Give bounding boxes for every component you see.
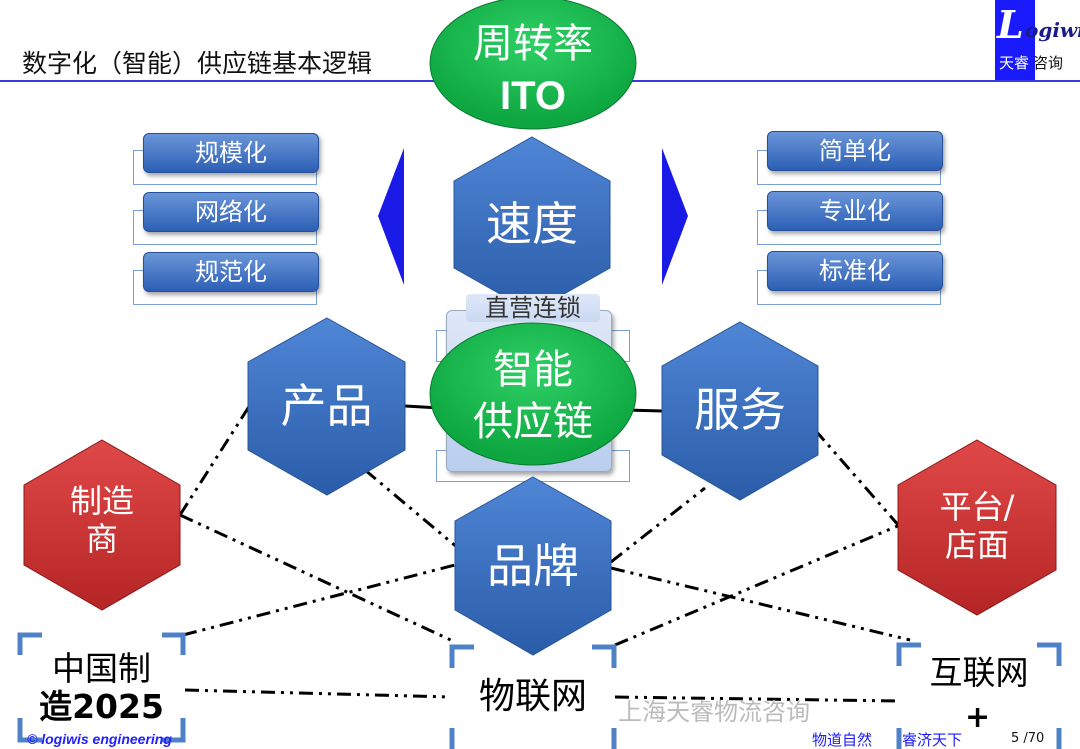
slogan-right: 睿济天下 bbox=[902, 731, 963, 749]
platform-label-2: 店面 bbox=[944, 526, 1009, 564]
made-in-china-line2: 造2025 bbox=[39, 687, 164, 726]
page-number: 5 /70 bbox=[1011, 731, 1045, 746]
link-line bbox=[610, 486, 706, 564]
page-title: 数字化（智能）供应链基本逻辑 bbox=[22, 49, 373, 78]
normalize-button: 标准化 bbox=[767, 251, 943, 291]
wechat-watermark: 上海天睿物流咨询 bbox=[618, 698, 810, 726]
internet-label: 互联网 bbox=[929, 653, 1029, 692]
service-hexagon bbox=[661, 321, 819, 501]
network-button: 网络化 bbox=[143, 192, 319, 232]
speed-label: 速度 bbox=[486, 197, 578, 251]
bracket-corners bbox=[17, 632, 1062, 749]
left-arrow-icon bbox=[378, 148, 404, 285]
simplify-button: 简单化 bbox=[767, 131, 943, 171]
manufacturer-hexagon bbox=[23, 439, 181, 611]
standardize-button: 规范化 bbox=[143, 252, 319, 292]
link-line bbox=[184, 688, 451, 699]
slogan-left: 物道自然 bbox=[812, 731, 873, 749]
link-line bbox=[614, 695, 901, 703]
brand-hexagon bbox=[454, 476, 612, 656]
manufacturer-label-2: 商 bbox=[85, 520, 118, 558]
plus-sign: + bbox=[965, 700, 991, 735]
manufacturer-label-1: 制造 bbox=[69, 482, 134, 520]
link-line bbox=[182, 563, 456, 637]
ito-oval bbox=[429, 0, 637, 130]
smart-supply-chain-oval bbox=[429, 322, 637, 466]
link-line bbox=[614, 523, 901, 647]
scale-button: 规模化 bbox=[143, 133, 319, 173]
smart-line2: 供应链 bbox=[473, 399, 593, 445]
link-line bbox=[813, 429, 902, 528]
smart-line1: 智能 bbox=[493, 347, 573, 393]
link-line bbox=[179, 513, 456, 644]
specialize-button: 专业化 bbox=[767, 191, 943, 231]
brand-label: 品牌 bbox=[487, 539, 579, 593]
copyright: © logiwis engineering bbox=[27, 731, 172, 747]
platform-hexagon bbox=[897, 439, 1057, 616]
link-line bbox=[610, 566, 911, 642]
product-label: 产品 bbox=[280, 379, 373, 433]
link-line bbox=[364, 468, 459, 550]
made-in-china-line1: 中国制 bbox=[52, 649, 151, 688]
direct-chain-label: 直营连锁 bbox=[466, 294, 600, 322]
iot-label: 物联网 bbox=[478, 676, 587, 717]
product-hexagon bbox=[247, 317, 406, 496]
ito-line2: ITO bbox=[500, 74, 566, 118]
ito-line1: 周转率 bbox=[473, 21, 593, 67]
right-arrow-icon bbox=[662, 148, 688, 285]
platform-label-1: 平台/ bbox=[939, 488, 1015, 526]
link-line bbox=[178, 404, 252, 516]
service-label: 服务 bbox=[694, 383, 786, 437]
